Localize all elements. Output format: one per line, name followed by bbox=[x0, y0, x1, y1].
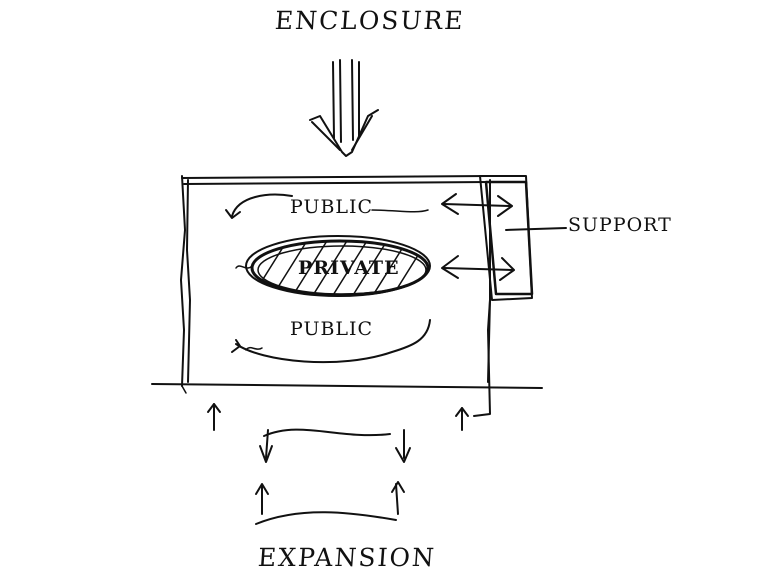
ground-arrow-right bbox=[455, 407, 469, 431]
public-support-arrow bbox=[441, 193, 513, 217]
support-label: SUPPORT bbox=[568, 214, 672, 236]
private-support-arrow bbox=[441, 255, 515, 281]
private-label: PRIVATE bbox=[298, 257, 400, 279]
ground-arrow-left bbox=[207, 403, 221, 431]
public-top-label: PUBLIC bbox=[290, 196, 374, 218]
support-box bbox=[479, 175, 567, 301]
enclosure-label: ENCLOSURE bbox=[273, 6, 466, 35]
public-top-curve bbox=[225, 193, 429, 219]
public-bottom-curve bbox=[231, 319, 431, 364]
expansion-label: EXPANSION bbox=[256, 543, 437, 572]
public-bottom-label: PUBLIC bbox=[290, 318, 374, 340]
expansion-symbol bbox=[255, 428, 411, 525]
enclosure-arrow bbox=[309, 59, 379, 157]
